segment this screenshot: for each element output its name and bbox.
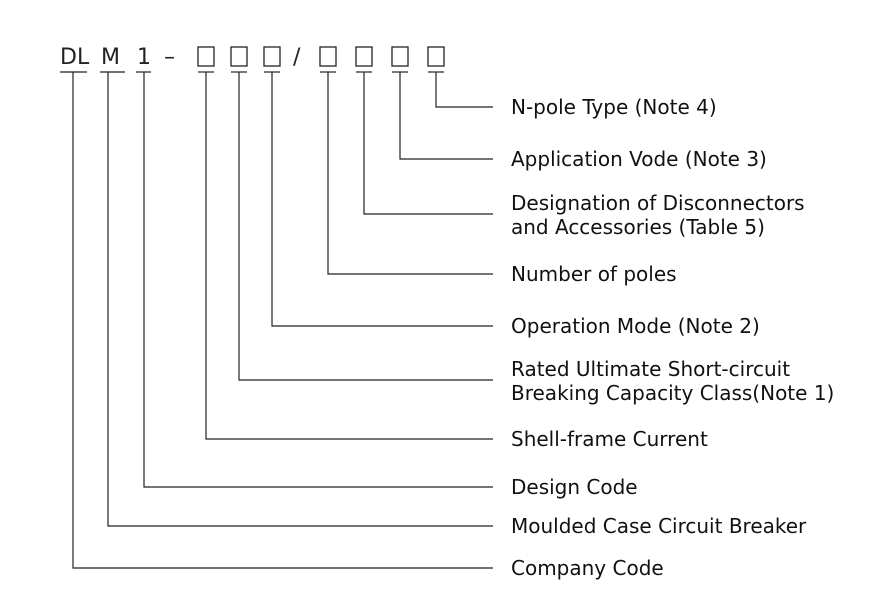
code-dash: – — [164, 45, 175, 70]
component-label: Number of poles — [511, 262, 677, 286]
component-label-line: Number of poles — [511, 262, 677, 286]
code-company: DL — [60, 45, 90, 70]
code-box-breaking-capacity — [230, 46, 248, 67]
component-label-line: Application Vode (Note 3) — [511, 147, 767, 171]
component-label: Operation Mode (Note 2) — [511, 314, 760, 338]
component-label-line: Company Code — [511, 556, 664, 580]
component-label: Design Code — [511, 475, 638, 499]
code-box-shell-frame-current — [197, 46, 215, 67]
component-label-line: Designation of Disconnectors — [511, 191, 805, 215]
code-box-n-pole-type — [427, 46, 445, 67]
leader-line — [363, 72, 493, 215]
code-box-operation-mode — [263, 46, 281, 67]
leader-line — [435, 72, 493, 108]
component-label: Company Code — [511, 556, 664, 580]
component-label-line: Shell-frame Current — [511, 427, 708, 451]
labels: N-pole Type (Note 4) Application Vode (No… — [511, 95, 834, 580]
code-box-accessories — [355, 46, 373, 67]
leader-line — [205, 72, 493, 440]
code-slash: / — [293, 45, 301, 70]
component-label-line: Operation Mode (Note 2) — [511, 314, 760, 338]
leader-line — [107, 72, 493, 527]
component-label: Shell-frame Current — [511, 427, 708, 451]
component-label: N-pole Type (Note 4) — [511, 95, 717, 119]
component-label-line: Design Code — [511, 475, 638, 499]
code-box-application — [391, 46, 409, 67]
leader-line — [143, 72, 493, 488]
component-label: Moulded Case Circuit Breaker — [511, 514, 807, 538]
leader-line — [72, 72, 493, 569]
component-label-line: Moulded Case Circuit Breaker — [511, 514, 807, 538]
code-product: M — [101, 45, 120, 70]
component-label-line: Breaking Capacity Class(Note 1) — [511, 381, 834, 405]
leader-line — [399, 72, 493, 160]
component-label-line: Rated Ultimate Short-circuit — [511, 357, 790, 381]
code-box-number-of-poles — [319, 46, 337, 67]
model-code: DL M 1 – / — [60, 45, 445, 70]
leader-lines — [60, 71, 493, 569]
leader-line — [238, 72, 493, 381]
code-design: 1 — [137, 45, 151, 70]
component-label: Application Vode (Note 3) — [511, 147, 767, 171]
component-label-line: N-pole Type (Note 4) — [511, 95, 717, 119]
component-label-line: and Accessories (Table 5) — [511, 215, 765, 239]
leader-line — [271, 72, 493, 327]
leader-line — [327, 72, 493, 275]
